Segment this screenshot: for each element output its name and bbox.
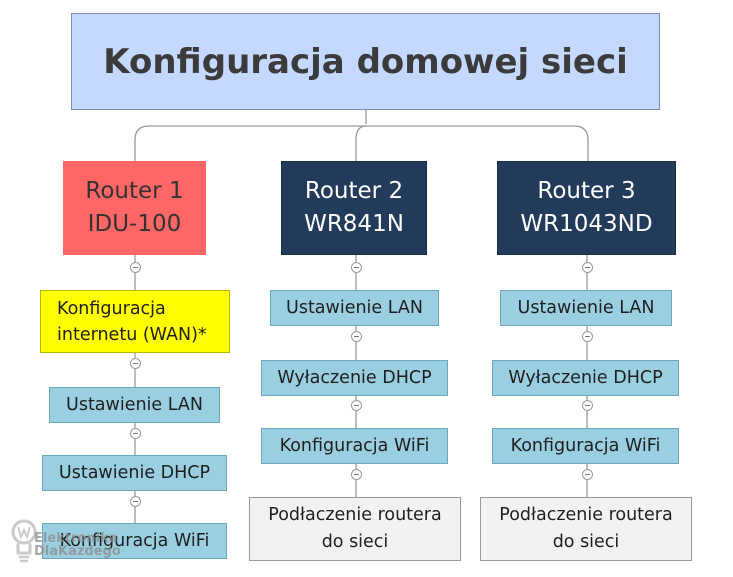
router-1-wifi-task: Konfiguracja WiFi <box>42 523 227 559</box>
collapse-toggle-icon[interactable] <box>582 469 593 480</box>
root-branch-line <box>134 125 589 161</box>
router-2-wifi-task: Konfiguracja WiFi <box>261 428 448 464</box>
router-1-node: Router 1 IDU-100 <box>63 161 206 255</box>
router-3-dhcp-task: Wyłaczenie DHCP <box>492 360 679 396</box>
collapse-toggle-icon[interactable] <box>582 331 593 342</box>
router-3-lan-task: Ustawienie LAN <box>500 290 672 326</box>
collapse-toggle-icon[interactable] <box>582 262 593 273</box>
router-2-lan-task: Ustawienie LAN <box>270 290 439 326</box>
router-2-dhcp-task: Wyłaczenie DHCP <box>261 360 448 396</box>
router-3-connect-task: Podłaczenie routera do sieci <box>480 497 692 561</box>
router-3-node: Router 3 WR1043ND <box>497 161 676 255</box>
collapse-toggle-icon[interactable] <box>351 331 362 342</box>
root-mid-line <box>355 125 367 161</box>
collapse-toggle-icon[interactable] <box>351 400 362 411</box>
collapse-toggle-icon[interactable] <box>130 262 141 273</box>
collapse-toggle-icon[interactable] <box>351 262 362 273</box>
watermark-line-2: DlaKazdego <box>34 544 121 559</box>
collapse-toggle-icon[interactable] <box>130 496 141 507</box>
router-1-lan-task: Ustawienie LAN <box>49 387 220 423</box>
router-1-dhcp-task: Ustawienie DHCP <box>42 455 227 491</box>
collapse-toggle-icon[interactable] <box>130 358 141 369</box>
router-1-wan-task: Konfiguracja internetu (WAN)* <box>40 290 230 353</box>
collapse-toggle-icon[interactable] <box>351 469 362 480</box>
router-3-wifi-task: Konfiguracja WiFi <box>492 428 679 464</box>
watermark-line-1: Elektronika <box>34 531 118 546</box>
diagram-title: Konfiguracja domowej sieci <box>71 13 660 110</box>
collapse-toggle-icon[interactable] <box>582 400 593 411</box>
router-2-connect-task: Podłaczenie routera do sieci <box>249 497 461 561</box>
lightbulb-logo-icon <box>11 519 37 563</box>
watermark-text: Elektronika DlaKazdego <box>34 532 121 558</box>
collapse-toggle-icon[interactable] <box>130 428 141 439</box>
router-2-node: Router 2 WR841N <box>281 161 427 255</box>
